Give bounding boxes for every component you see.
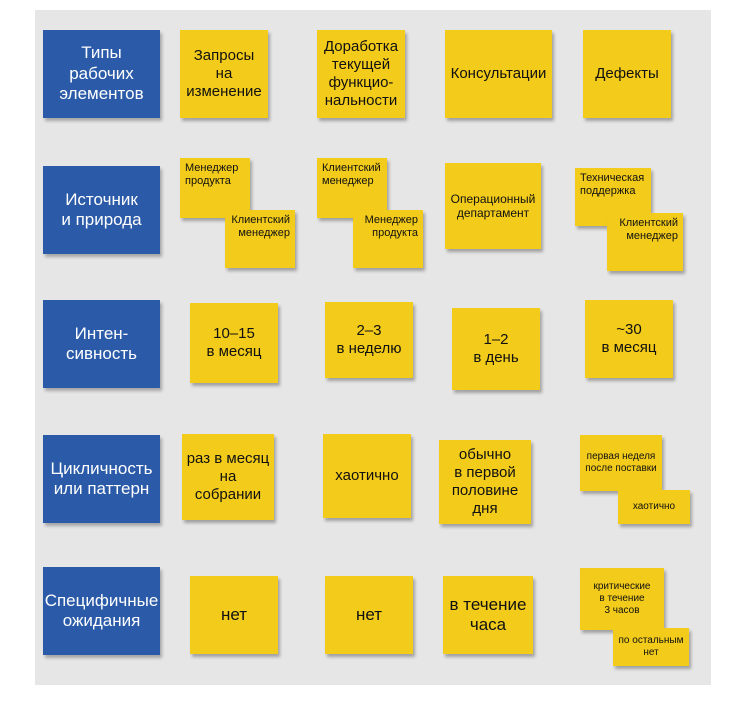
row-header-cyclicity-or-pattern: Цикличность или паттерн (43, 435, 160, 523)
note-within-an-hour: в течение часа (443, 576, 533, 654)
diagram-board: Типы рабочих элементов Запросы на измене… (35, 10, 711, 685)
note-usually-first-half-of-day: обычно в первой половине дня (439, 440, 531, 524)
note-critical-within-3-hours: критические в течение 3 часов (580, 568, 664, 630)
row-header-work-item-types: Типы рабочих элементов (43, 30, 160, 118)
note-product-manager: Менеджер продукта (180, 158, 250, 218)
note-consultations: Консультации (445, 30, 552, 118)
note-client-manager: Клиентский менеджер (225, 210, 295, 268)
note-defects: Дефекты (583, 30, 671, 118)
note-chaotic: хаотично (323, 434, 411, 518)
row-header-source-and-nature: Источник и природа (43, 166, 160, 254)
note-first-week-after-delivery: первая неделя после поставки (580, 435, 662, 491)
note-others-none: по остальным нет (613, 628, 689, 666)
note-chaotic: хаотично (618, 490, 690, 524)
note-change-requests: Запросы на изменение (180, 30, 268, 118)
note-none: нет (190, 576, 278, 654)
note-none: нет (325, 576, 413, 654)
note-30-per-month: ~30 в месяц (585, 300, 673, 378)
row-header-intensity: Интен- сивность (43, 300, 160, 388)
note-10-15-per-month: 10–15 в месяц (190, 303, 278, 383)
note-1-2-per-day: 1–2 в день (452, 308, 540, 390)
note-operations-department: Операционный департамент (445, 163, 541, 249)
note-functionality-improvement: Доработка текущей функцио- нальности (317, 30, 405, 118)
note-2-3-per-week: 2–3 в неделю (325, 302, 413, 378)
note-product-manager: Менеджер продукта (353, 210, 423, 268)
row-header-specific-expectations: Специфичные ожидания (43, 567, 160, 655)
note-client-manager: Клиентский менеджер (607, 213, 683, 271)
note-client-manager: Клиентский менеджер (317, 158, 387, 218)
note-once-a-month-at-meeting: раз в месяц на собрании (182, 434, 274, 520)
